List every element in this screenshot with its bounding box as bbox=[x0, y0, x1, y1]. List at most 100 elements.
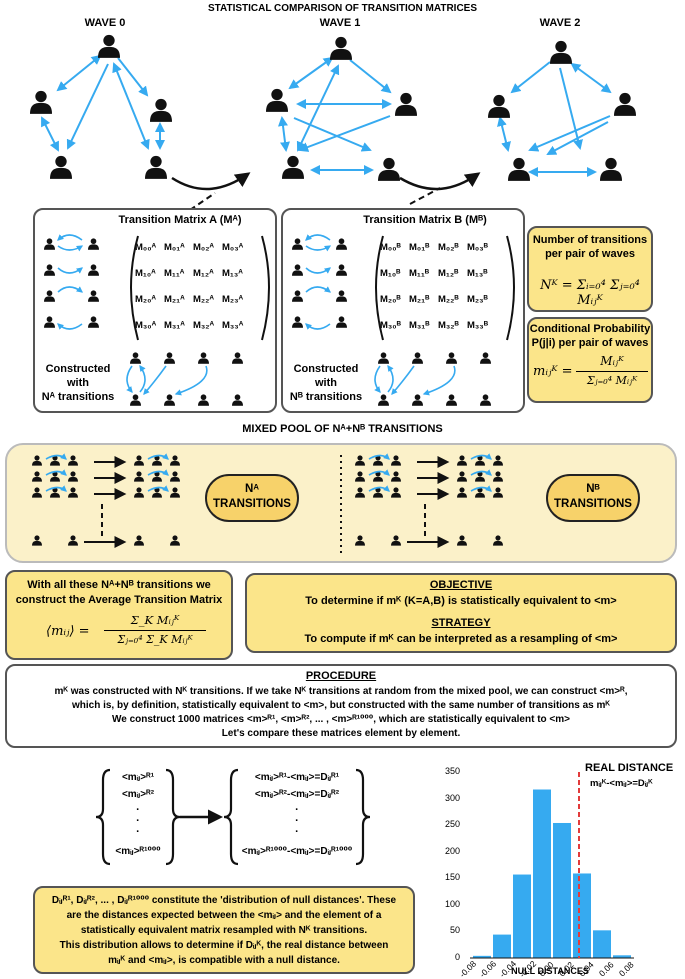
histogram-bar-5 bbox=[572, 872, 592, 959]
cond-prob-den: Σⱼ₌₀⁴ Mᵢⱼᴷ bbox=[586, 374, 638, 387]
person-icon bbox=[355, 487, 365, 498]
matrix-cell: M₁₃ᴮ bbox=[467, 268, 488, 279]
transition-arc bbox=[305, 286, 332, 293]
right-paren bbox=[506, 235, 515, 341]
average-line2: construct the Average Transition Matrix bbox=[15, 594, 223, 606]
procedure-box bbox=[5, 664, 677, 748]
transition-arc bbox=[305, 267, 332, 274]
transition-arc bbox=[305, 245, 332, 252]
histogram-bar-2 bbox=[512, 873, 532, 959]
wave-label-2: WAVE 2 bbox=[539, 17, 581, 29]
procedure-line4: Let's compare these matrices element by … bbox=[221, 728, 461, 739]
transition-arc bbox=[147, 485, 169, 492]
transition-arc bbox=[368, 469, 390, 476]
person-icon bbox=[412, 352, 423, 364]
person-icon bbox=[130, 394, 141, 406]
matrix-cell: M₀₁ᴬ bbox=[164, 242, 185, 253]
procedure-text: mᴷ was constructed with Nᴷ transitions. … bbox=[5, 685, 677, 741]
person-icon bbox=[493, 471, 503, 482]
matrix-cell: M₃₂ᴬ bbox=[193, 320, 215, 331]
matrix-cell: M₀₂ᴬ bbox=[193, 242, 215, 253]
transition-arc bbox=[147, 469, 169, 476]
y-tick-label: 250 bbox=[444, 819, 460, 830]
left-brace bbox=[223, 768, 239, 866]
strategy-text: To compute if mᴷ can be interpreted as a… bbox=[304, 633, 618, 645]
y-tick-label: 350 bbox=[444, 766, 460, 776]
matrix-cell: M₂₁ᴬ bbox=[164, 294, 185, 305]
procedure-line2: which is, by definition, statistically e… bbox=[71, 700, 611, 711]
num-transitions-formula-lhs: Nᴷ = bbox=[540, 278, 573, 293]
average-lhs: ⟨mᵢⱼ⟩ = bbox=[46, 624, 90, 639]
matrix-cell: M₃₃ᴬ bbox=[222, 320, 244, 331]
transition-arc bbox=[368, 453, 390, 460]
person-icon bbox=[232, 394, 243, 406]
average-den: Σⱼ₌₀⁴ Σ_K Mᵢⱼᴷ bbox=[117, 633, 193, 646]
person-icon bbox=[378, 394, 389, 406]
person-icon bbox=[88, 316, 99, 328]
person-icon bbox=[480, 352, 491, 364]
y-tick-label: 300 bbox=[444, 792, 460, 803]
wave-label-1: WAVE 1 bbox=[319, 17, 361, 29]
left-paren bbox=[130, 235, 139, 341]
histogram-bar-3 bbox=[532, 788, 552, 959]
transition-arc bbox=[139, 364, 146, 393]
null-distance-line3: statistically equivalent matrix resample… bbox=[80, 925, 368, 936]
matrix-cell: M₁₀ᴮ bbox=[380, 268, 401, 279]
num-transitions-formula: Nᴷ = Σᵢ₌₀⁴ Σⱼ₌₀⁴ Mᵢⱼᴷ bbox=[527, 278, 653, 308]
strategy-heading: STRATEGY bbox=[431, 617, 491, 629]
right-brace bbox=[355, 768, 371, 866]
matrix-cell: M₀₂ᴮ bbox=[438, 242, 459, 253]
transition-arc bbox=[305, 234, 331, 241]
transition-arc bbox=[470, 469, 492, 476]
null-distance-line1: Dᵢⱼᴿ¹, Dᵢⱼᴿ², ... , Dᵢⱼᴿ¹⁰⁰⁰ constitute … bbox=[51, 895, 397, 906]
person-icon bbox=[198, 352, 209, 364]
person-icon bbox=[355, 455, 365, 466]
transition-arc bbox=[305, 323, 331, 330]
person-icon bbox=[457, 455, 467, 466]
matrix-cell: M₃₁ᴮ bbox=[409, 320, 430, 331]
y-tick-label: 200 bbox=[444, 845, 460, 856]
person-icon bbox=[198, 394, 209, 406]
left-brace bbox=[95, 768, 111, 866]
nb-transitions-pill: Nᴮ TRANSITIONS bbox=[546, 474, 640, 522]
right-paren bbox=[261, 235, 270, 341]
cond-prob-title: Conditional Probability P(j|i) per pair … bbox=[527, 322, 653, 350]
matrix-b-constructed-line3: Nᴮ transitions bbox=[289, 391, 363, 403]
average-text: With all these Nᴬ+Nᴮ transitions we cons… bbox=[5, 578, 233, 608]
matrix-a-constructed-label: Constructed with Nᴬ transitions bbox=[30, 362, 126, 404]
person-icon bbox=[134, 471, 144, 482]
person-icon bbox=[134, 487, 144, 498]
matrix-a-constructed-line2: with bbox=[67, 377, 89, 389]
wave-arrow-0-1 bbox=[171, 172, 251, 191]
person-icon bbox=[88, 290, 99, 302]
transition-arc bbox=[57, 245, 84, 252]
person-icon bbox=[164, 394, 175, 406]
dashed-connector-b bbox=[409, 187, 441, 205]
nb-pill-line2: TRANSITIONS bbox=[554, 498, 632, 510]
person-icon bbox=[170, 471, 180, 482]
transition-arc bbox=[422, 365, 456, 396]
average-fraction-bar bbox=[104, 630, 206, 631]
person-icon bbox=[391, 535, 401, 546]
person-icon bbox=[292, 290, 303, 302]
null-distance-line2: are the distances expected between the <… bbox=[66, 910, 382, 921]
matrix-cell: M₀₃ᴬ bbox=[222, 242, 244, 253]
person-icon bbox=[391, 487, 401, 498]
matrix-cell: M₂₃ᴬ bbox=[222, 294, 244, 305]
average-matrix-box bbox=[5, 570, 233, 660]
na-pill-line1: Nᴬ bbox=[245, 483, 259, 495]
matrix-cell: M₂₃ᴮ bbox=[467, 294, 488, 305]
person-icon bbox=[68, 455, 78, 466]
set-left-dots: ··· bbox=[136, 804, 140, 838]
chart-xlabel: NULL DISTANCES bbox=[511, 966, 589, 976]
matrix-cell: M₂₀ᴮ bbox=[380, 294, 401, 305]
person-icon bbox=[134, 535, 144, 546]
matrix-cell: M₁₂ᴮ bbox=[438, 268, 459, 279]
person-icon bbox=[44, 264, 55, 276]
cond-prob-lhs: mᵢⱼᴷ = bbox=[533, 364, 573, 379]
num-transitions-title-line2: per pair of waves bbox=[545, 248, 635, 260]
transition-arc bbox=[57, 234, 83, 241]
num-transitions-title: Number of transitions per pair of waves bbox=[527, 233, 653, 261]
